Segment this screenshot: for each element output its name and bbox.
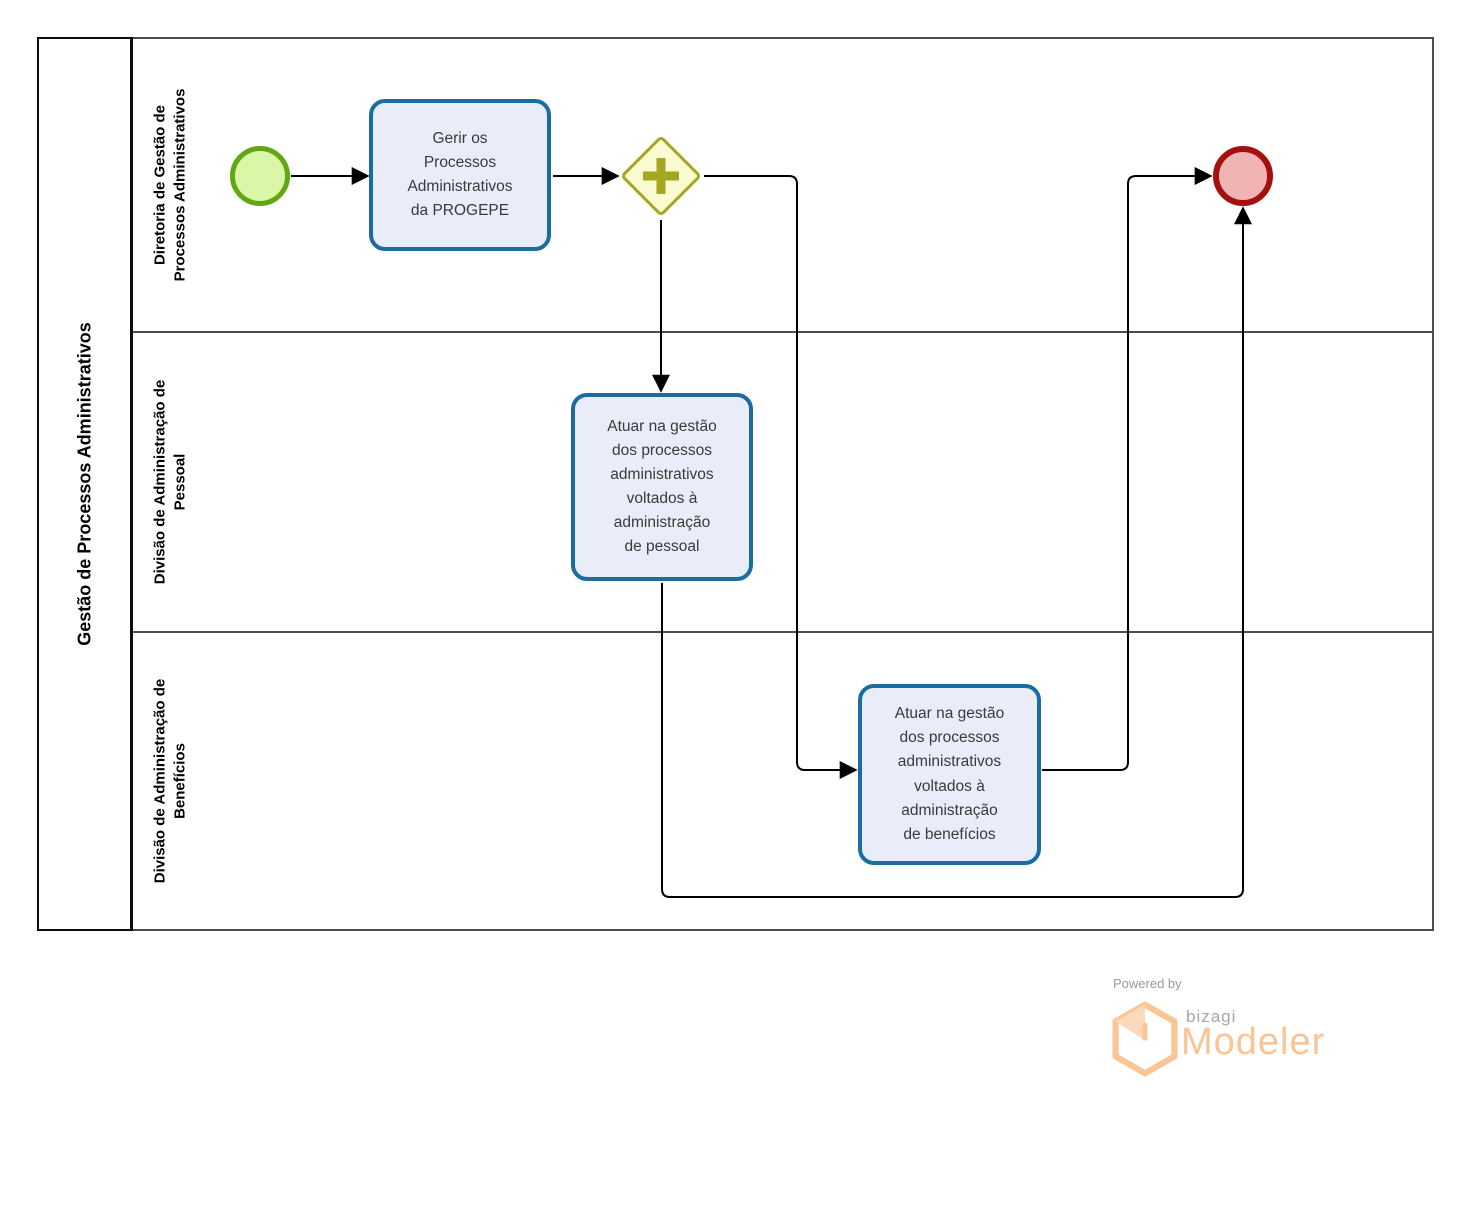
lane-pessoal-label: Divisão de Administração de Pessoal bbox=[151, 379, 189, 585]
bizagi-brand-text: bizagi bbox=[1186, 1007, 1237, 1026]
task-gestao-beneficios: Atuar na gestão dos processos administra… bbox=[858, 684, 1041, 865]
start-event bbox=[230, 146, 290, 206]
task-gerir-processos: Gerir os Processos Administrativos da PR… bbox=[369, 99, 551, 251]
lane-diretoria-label: Diretoria de Gestão de Processos Adminis… bbox=[151, 88, 189, 282]
bizagi-box-icon bbox=[1112, 1001, 1178, 1077]
task-gestao-pessoal: Atuar na gestão dos processos administra… bbox=[571, 393, 753, 581]
plus-icon bbox=[635, 150, 687, 202]
pool-title: Gestão de Processos Administrativos bbox=[74, 322, 94, 646]
modeler-brand-text: Modeler bbox=[1181, 1021, 1326, 1063]
pool-title-band: Gestão de Processos Administrativos bbox=[37, 37, 133, 931]
lane-pessoal: Divisão de Administração de Pessoal bbox=[133, 331, 1432, 631]
lane-beneficios: Divisão de Administração de Benefícios bbox=[133, 631, 1432, 929]
lane-beneficios-label: Divisão de Administração de Benefícios bbox=[151, 678, 189, 884]
end-event bbox=[1213, 146, 1273, 206]
powered-by-text: Powered by bbox=[1113, 976, 1182, 991]
